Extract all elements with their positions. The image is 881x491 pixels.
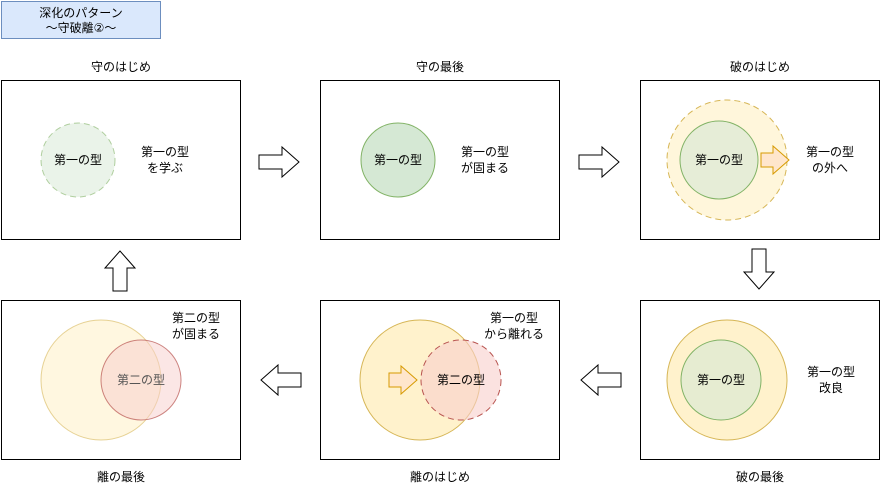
flow-arrow-up	[103, 250, 137, 292]
stage-label-ri-end: 離の最後	[96, 470, 145, 484]
circle-label: 第一の型	[374, 153, 422, 167]
circle-label: 第一の型	[54, 153, 102, 167]
second-form-circle	[420, 339, 502, 421]
diagram-title: 深化のパターン 〜守破離②〜	[1, 1, 161, 39]
flow-arrow-down	[742, 248, 776, 290]
stage-label-ri-start: 離のはじめ	[409, 470, 470, 484]
caption-line1: 第一の型	[461, 145, 509, 159]
panel-shu-start-graphic: 第一の型 第一の型 を学ぶ	[40, 122, 189, 198]
panel-ha-end: 第一の型 第一の型 改良	[640, 300, 880, 460]
flow-arrow-right-1	[258, 145, 300, 179]
panel-ha-end-graphic: 第一の型 第一の型 改良	[666, 319, 855, 441]
panel-shu-start: 第一の型 第一の型 を学ぶ	[1, 80, 241, 240]
caption-line1: 第一の型	[806, 145, 854, 159]
caption-line2: 改良	[819, 380, 843, 395]
flow-arrow-right-2	[578, 145, 620, 179]
panel-ha-start-graphic: 第一の型 第一の型 の外へ	[666, 99, 854, 221]
panel-ri-end: 第二の型 第二の型 が固まる	[1, 300, 241, 460]
outward-arrow	[760, 144, 790, 176]
stage-label-shu-start: 守のはじめ	[90, 60, 151, 74]
caption-line2: が固まる	[172, 326, 220, 341]
first-form-circle	[360, 122, 436, 198]
panel-ri-end-graphic: 第二の型 第二の型 が固まる	[40, 311, 220, 441]
departure-arrow	[388, 364, 418, 396]
panel-ha-start: 第一の型 第一の型 の外へ	[640, 80, 880, 240]
first-form-circle	[40, 122, 116, 198]
stage-label-ha-end: 破の最後	[735, 470, 784, 484]
panel-shu-end-graphic: 第一の型 第一の型 が固まる	[360, 122, 509, 198]
panel-shu-end: 第一の型 第一の型 が固まる	[320, 80, 560, 240]
caption-line2: から離れる	[484, 327, 544, 341]
stage-label-ha-start: 破のはじめ	[729, 60, 790, 74]
caption-line1: 第一の型	[490, 311, 538, 325]
circle-label: 第一の型	[697, 373, 745, 387]
diagram-title-line1: 深化のパターン	[39, 6, 123, 20]
panel-ri-start: 第二の型 第一の型 から離れる	[320, 300, 560, 460]
second-form-circle	[100, 339, 182, 421]
flow-arrow-left-1	[580, 363, 622, 397]
first-form-circle	[680, 339, 762, 421]
circle-label: 第一の型	[695, 153, 743, 167]
panel-ri-start-graphic: 第二の型 第一の型 から離れる	[359, 311, 544, 441]
circle-label: 第二の型	[437, 373, 485, 387]
first-form-circle	[679, 120, 759, 200]
caption-line1: 第一の型	[807, 365, 855, 379]
caption-line1: 第一の型	[141, 145, 189, 159]
stage-label-shu-end: 守の最後	[415, 60, 464, 74]
caption-line2: が固まる	[461, 160, 509, 175]
circle-label: 第二の型	[117, 373, 165, 387]
diagram-title-line2: 〜守破離②〜	[45, 21, 117, 35]
caption-line1: 第二の型	[172, 311, 220, 325]
flow-arrow-left-2	[260, 363, 302, 397]
caption-line2: の外へ	[812, 161, 848, 175]
caption-line2: を学ぶ	[147, 160, 183, 175]
